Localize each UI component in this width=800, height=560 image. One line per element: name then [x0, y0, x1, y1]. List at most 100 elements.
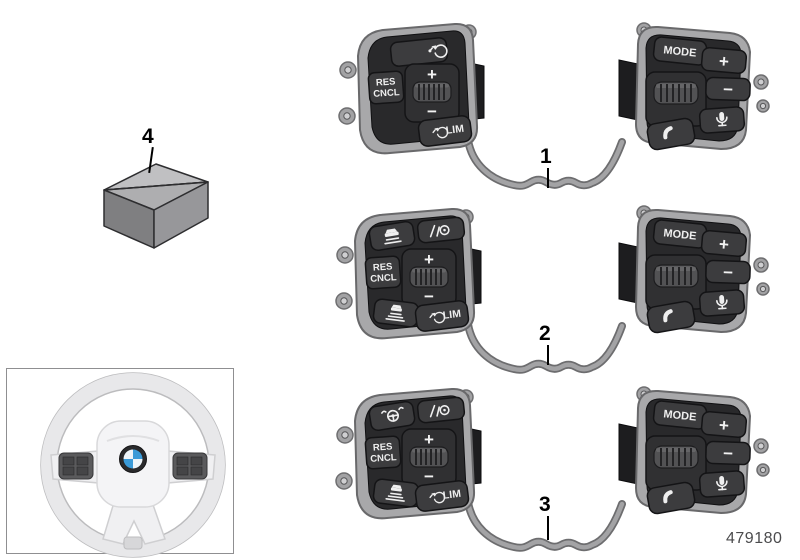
cncl-label: CNCL [373, 87, 400, 100]
cruise-dial-button [389, 37, 449, 67]
mode-label: MODE [663, 227, 697, 242]
lim-label: LIM [442, 308, 462, 322]
res-cncl-button: RES CNCL [367, 70, 405, 105]
plus-label: + [718, 235, 730, 255]
mode-button: MODE [652, 219, 708, 249]
callout-3[interactable]: 3 [539, 493, 551, 516]
volume-minus-button: − [705, 259, 751, 285]
scroll-wheel-mount [645, 71, 707, 127]
connector-block [618, 242, 639, 304]
mode-label: MODE [663, 44, 697, 59]
speed-rocker: + − [401, 248, 457, 308]
volume-plus-button: + [700, 229, 748, 258]
plus-label: + [424, 250, 434, 269]
lim-label: LIM [445, 123, 465, 137]
minus-label: − [424, 287, 434, 306]
res-cncl-button: RES CNCL [364, 435, 402, 470]
volume-plus-button: + [700, 410, 748, 439]
phone-button [646, 481, 696, 515]
res-label: RES [373, 261, 393, 273]
microphone-icon [716, 112, 728, 127]
callout-1[interactable]: 1 [540, 145, 552, 168]
lim-gauge-icon [429, 311, 446, 324]
callout-4[interactable]: 4 [142, 125, 154, 148]
scroll-wheel-mount [645, 435, 707, 491]
phone-button [646, 300, 696, 334]
lim-button: LIM [417, 115, 473, 147]
set-distance-button [372, 478, 420, 508]
switch-panel-right-row2: MODE + − [618, 205, 770, 334]
minus-label: − [723, 80, 734, 99]
microphone-icon [716, 295, 728, 310]
set-distance-button [372, 298, 420, 328]
lim-gauge-icon [432, 126, 449, 139]
bmw-roundel-icon [119, 445, 147, 473]
set-distance-icon [385, 304, 405, 322]
volume-minus-button: − [705, 440, 751, 466]
speed-rocker: + − [401, 428, 457, 488]
connector-block [618, 59, 639, 121]
switch-panel-right-row1: MODE + − [618, 22, 770, 151]
volume-minus-button: − [705, 76, 751, 102]
lim-label: LIM [442, 488, 462, 502]
switch-panel-right-row3: MODE + − [618, 386, 770, 515]
part-number: 479180 [726, 530, 783, 547]
minus-label: − [723, 444, 734, 463]
plus-label: + [718, 416, 730, 436]
switch-panel-left-row3: RES CNCL + − [335, 387, 482, 520]
res-label: RES [373, 441, 393, 453]
callout-3-leader [547, 516, 549, 540]
phone-button [646, 117, 696, 151]
lane-steer-button [416, 216, 466, 244]
distance-car-icon [384, 228, 402, 245]
switch-panel-left-row2: RES CNCL + − [335, 207, 482, 340]
mode-label: MODE [663, 408, 697, 423]
volume-plus-button: + [700, 46, 748, 75]
mode-button: MODE [652, 400, 708, 430]
switch-panel-left-row1: RES CNCL + − LIM [338, 22, 485, 155]
scroll-wheel-mount [645, 254, 707, 310]
res-cncl-button: RES CNCL [364, 255, 402, 290]
steering-assist-icon [381, 406, 404, 422]
bottom-rim-trim [123, 536, 143, 550]
voice-button [698, 289, 746, 317]
lane-steer-icon [429, 224, 450, 238]
minus-label: − [427, 102, 437, 121]
callout-2-leader [547, 345, 549, 365]
connector-block [618, 423, 639, 485]
lane-steer-button [416, 396, 466, 424]
box-side [153, 181, 209, 249]
plus-label: + [427, 65, 437, 84]
minus-label: − [424, 467, 434, 486]
voice-button [698, 106, 746, 134]
res-label: RES [376, 76, 396, 88]
distance-button [368, 220, 416, 252]
minus-label: − [723, 263, 734, 282]
callout-1-leader [547, 168, 549, 188]
set-distance-icon [385, 484, 405, 502]
cncl-label: CNCL [370, 272, 397, 285]
lim-button: LIM [414, 300, 470, 332]
parts-box [103, 163, 209, 249]
steering-wheel-drawing [40, 372, 226, 558]
phone-icon [663, 126, 673, 140]
phone-icon [663, 490, 673, 504]
cncl-label: CNCL [370, 452, 397, 465]
lim-gauge-icon [429, 491, 446, 504]
cable-2 [464, 320, 626, 374]
voice-button [698, 470, 746, 498]
phone-icon [663, 309, 673, 323]
plus-label: + [718, 52, 730, 72]
callout-2[interactable]: 2 [539, 322, 551, 345]
microphone-icon [716, 476, 728, 491]
cruise-dial-icon [428, 44, 448, 58]
plus-label: + [424, 430, 434, 449]
lim-button: LIM [414, 480, 470, 512]
cable-1 [464, 136, 626, 190]
speed-rocker: + − [404, 63, 460, 123]
mode-button: MODE [652, 36, 708, 66]
steering-wheel-thumbnail [6, 368, 234, 558]
cable-3 [464, 498, 626, 552]
lane-steer-icon [429, 404, 450, 418]
